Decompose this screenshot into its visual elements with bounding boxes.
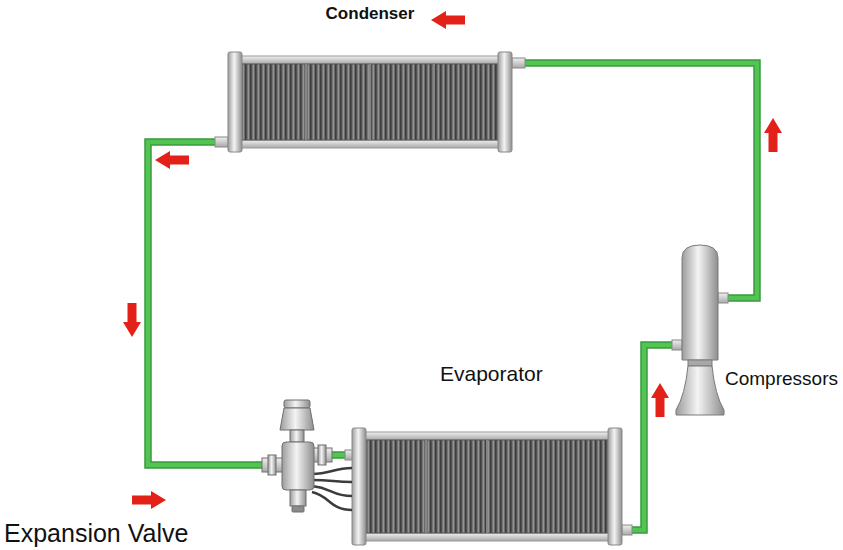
pipe-line: [632, 345, 672, 530]
flow-arrow: [651, 383, 669, 417]
distributor-tubes: [312, 468, 352, 510]
expansion-valve-body: [262, 400, 332, 512]
flow-arrow: [123, 303, 141, 337]
pipe-line: [148, 142, 262, 465]
evaporator-coil: [547, 440, 549, 533]
expansion-valve-body: [284, 400, 310, 408]
flow-arrow: [431, 11, 465, 29]
condenser-coil: [512, 58, 525, 68]
expansion-valve-body: [268, 455, 276, 475]
compressor-body: [672, 340, 682, 350]
pipe-line: [525, 63, 757, 298]
refrigerant-pipe: [431, 11, 782, 298]
component-label: Expansion Valve: [4, 519, 188, 548]
compressor-body: [688, 360, 712, 366]
evaporator-coil: [622, 525, 632, 535]
evaporator-coil: [608, 428, 622, 545]
condenser-coil: [242, 64, 498, 140]
condenser-coil: [433, 64, 435, 140]
pipe-line: [525, 63, 757, 298]
flow-arrow: [764, 118, 782, 152]
refrigerant-pipe: [332, 455, 345, 456]
component-label: Compressors: [725, 368, 838, 390]
component-label: Condenser: [326, 4, 415, 24]
pipe-line: [632, 345, 672, 530]
expansion-valve-unit: Expansion Valve: [262, 398, 332, 513]
condenser-coil: [240, 56, 500, 64]
expansion-valve-body: [292, 506, 304, 512]
evaporator-coil: [352, 428, 366, 545]
expansion-valve-body: [282, 442, 314, 490]
condenser-coil: [305, 64, 307, 140]
evaporator-coil: [364, 533, 610, 541]
pipe-line: [148, 142, 262, 465]
flow-arrow: [155, 151, 189, 169]
distributor-tubes: [312, 480, 352, 482]
condenser-coil: [240, 140, 500, 148]
distributor-tubes: [312, 468, 352, 474]
compressor-body: [676, 366, 724, 415]
refrigerant-pipe: [123, 142, 262, 509]
evaporator-coil: [364, 432, 610, 440]
expansion-valve-body: [290, 490, 306, 506]
condenser-coil: [228, 52, 242, 152]
evaporator-coil: [366, 440, 608, 533]
component-label: Evaporator: [440, 362, 543, 386]
condenser-coil: [369, 64, 371, 140]
compressor-body: [718, 293, 728, 303]
condenser-coil: [215, 52, 525, 152]
condenser-unit: Condenser: [215, 52, 525, 152]
refrigerant-pipe: [632, 345, 672, 530]
evaporator-coil: [345, 428, 632, 545]
expansion-valve-body: [280, 408, 314, 430]
condenser-coil: [215, 137, 228, 147]
pipe-line: [332, 453, 345, 458]
evaporator-coil: [486, 440, 488, 533]
evaporator-unit: Evaporator: [345, 428, 632, 545]
flow-arrow: [132, 491, 166, 509]
pipe-line: [332, 451, 345, 459]
expansion-valve-body: [318, 445, 326, 465]
compressor-body: [682, 245, 718, 360]
distributor-tubes: [312, 492, 352, 510]
expansion-valve-body: [290, 430, 304, 442]
compressor-unit: Compressors: [672, 245, 728, 415]
compressor-body: [672, 245, 728, 415]
evaporator-coil: [425, 440, 427, 533]
condenser-coil: [498, 52, 512, 152]
